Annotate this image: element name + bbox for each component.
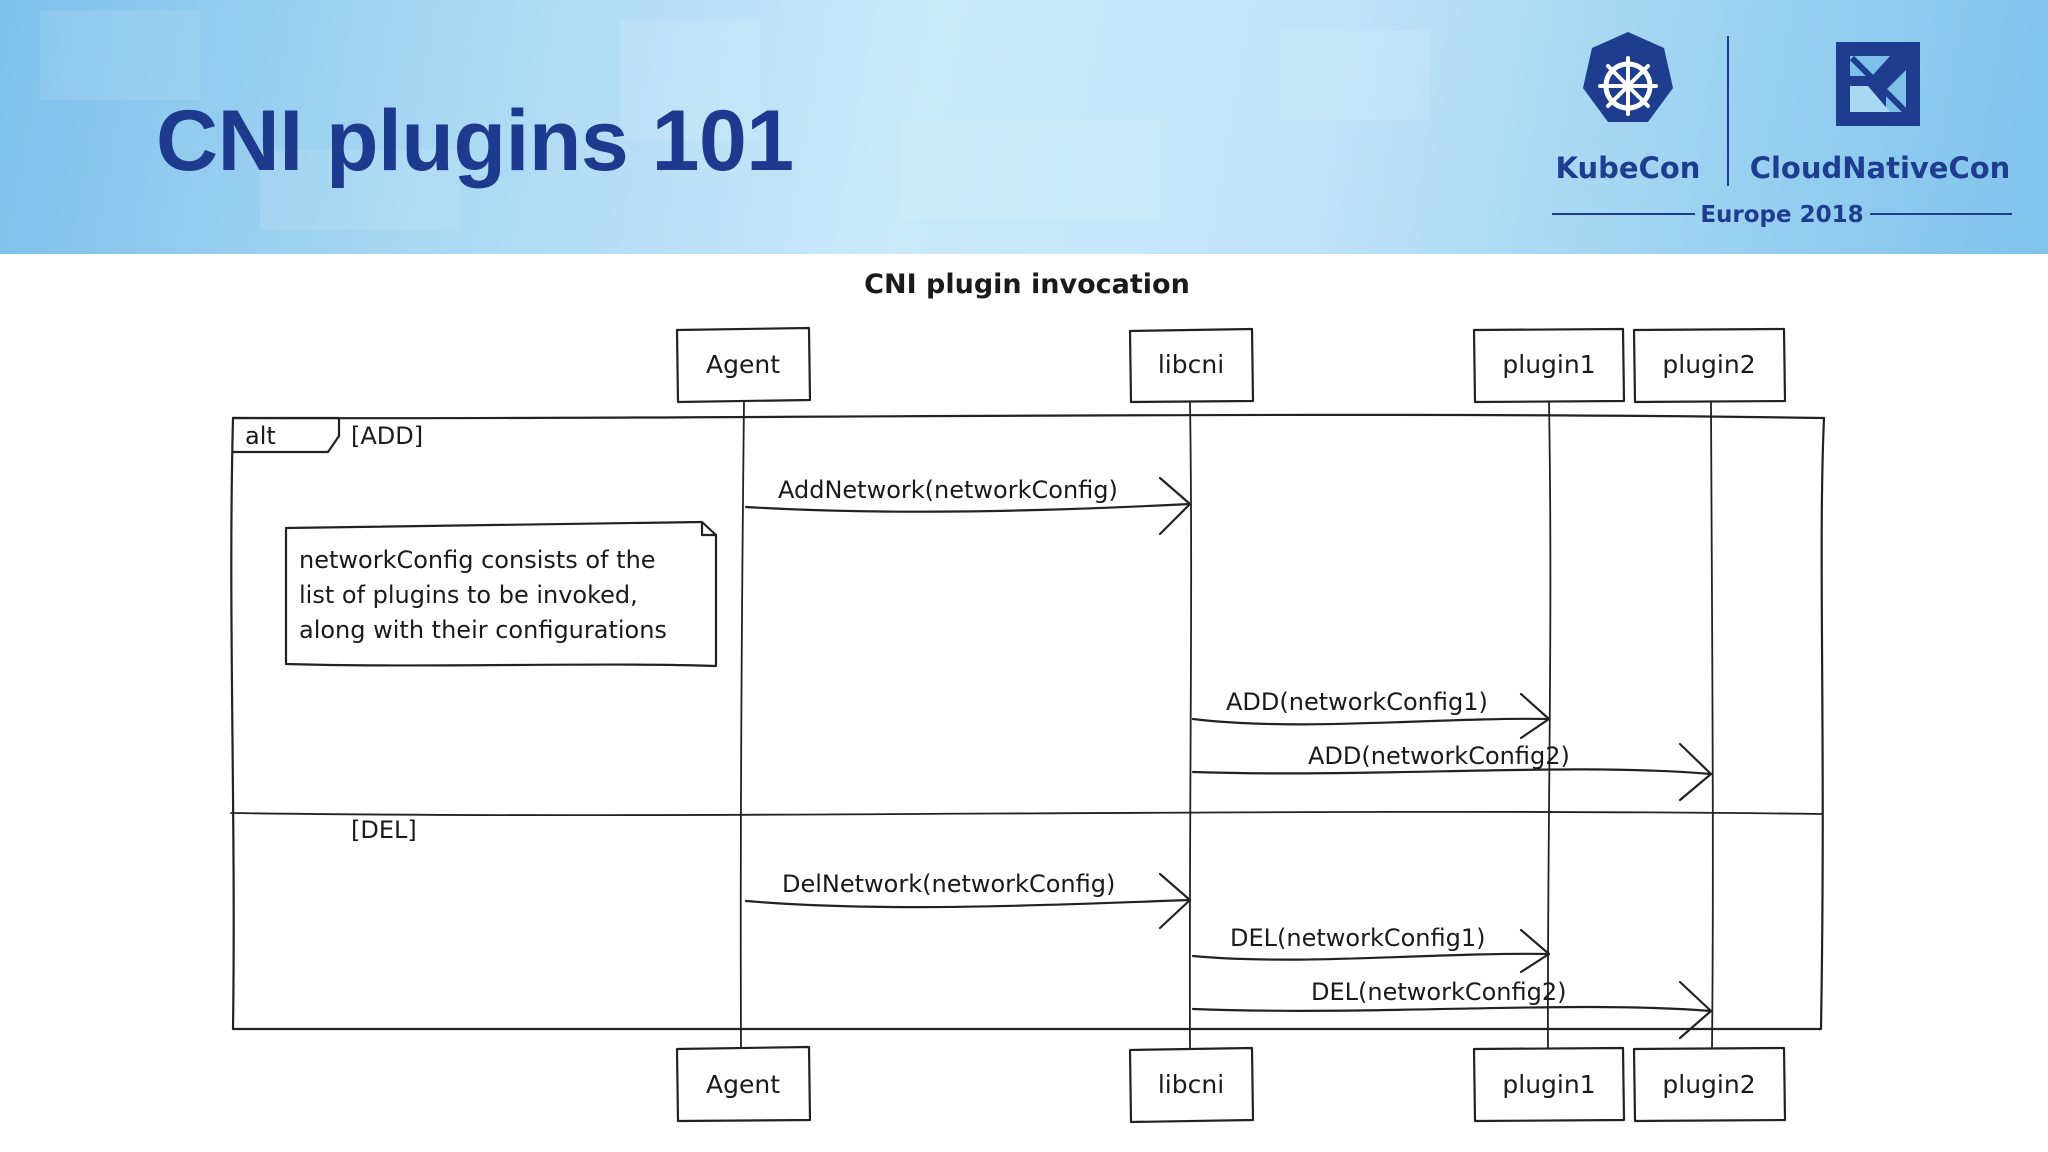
message-label-delnetwork: DelNetwork(networkConfig) <box>782 870 1115 898</box>
note-line-2: list of plugins to be invoked, <box>299 581 638 609</box>
message-arrow-delnetwork <box>744 898 1192 909</box>
participant-label-plugin2-top: plugin2 <box>1662 350 1755 379</box>
message-arrow-del-plugin2 <box>1191 1005 1713 1013</box>
participant-head-plugin1: plugin1 <box>1472 327 1626 404</box>
participant-label-agent-bottom: Agent <box>706 1070 780 1099</box>
note-line-1: networkConfig consists of the <box>299 546 656 574</box>
participant-label-plugin1-top: plugin1 <box>1502 350 1595 379</box>
alt-operator-tab <box>231 416 341 454</box>
header-banner: CNI plugins 101 KubeCon <box>0 0 2048 254</box>
message-label-addnetwork: AddNetwork(networkConfig) <box>778 476 1118 504</box>
arrowhead-addnetwork <box>1158 476 1192 536</box>
note-fold <box>700 520 718 537</box>
message-label-del-plugin2: DEL(networkConfig2) <box>1311 978 1566 1006</box>
arrowhead-add-plugin2 <box>1678 742 1713 802</box>
lifeline-plugin1 <box>1546 401 1552 1049</box>
arrowhead-del-plugin2 <box>1678 980 1713 1040</box>
participant-head-plugin2: plugin2 <box>1632 327 1787 404</box>
note-text: networkConfig consists of the list of pl… <box>299 546 667 644</box>
lifeline-agent <box>739 401 745 1049</box>
participant-label-plugin2-bottom: plugin2 <box>1662 1070 1755 1099</box>
alt-guard-del: [DEL] <box>351 816 417 844</box>
message-arrow-addnetwork <box>744 502 1192 513</box>
participant-label-plugin1-bottom: plugin1 <box>1502 1070 1595 1099</box>
event-logos: KubeCon CloudNativeCon Europe 2018 <box>1552 32 2012 228</box>
message-label-add-plugin1: ADD(networkConfig1) <box>1226 688 1488 716</box>
message-label-del-plugin1: DEL(networkConfig1) <box>1230 924 1485 952</box>
participant-head-agent: Agent <box>675 326 812 404</box>
message-label-add-plugin2: ADD(networkConfig2) <box>1308 742 1570 770</box>
message-arrow-del-plugin1 <box>1191 952 1551 961</box>
message-arrow-add-plugin1 <box>1191 717 1551 726</box>
participant-head-libcni: libcni <box>1128 327 1255 404</box>
slide-title: CNI plugins 101 <box>156 93 794 189</box>
alt-operator-label: alt <box>245 422 276 450</box>
alt-guard-add: [ADD] <box>351 422 423 450</box>
participant-foot-libcni: libcni <box>1128 1046 1255 1124</box>
cncf-icon <box>1836 42 1920 126</box>
arrowhead-delnetwork <box>1158 872 1192 930</box>
event-label: Europe 2018 <box>1700 202 1863 228</box>
kubernetes-helm-icon <box>1583 32 1673 122</box>
diagram-title: CNI plugin invocation <box>864 269 1190 300</box>
participant-label-libcni-top: libcni <box>1158 350 1224 379</box>
message-arrow-add-plugin2 <box>1191 768 1713 776</box>
note-box <box>284 520 718 668</box>
sequence-diagram: CNI plugin invocation alt [ADD] [DEL] ne… <box>230 269 1826 1124</box>
participant-foot-agent: Agent <box>675 1045 812 1123</box>
alt-fragment-frame <box>230 413 1826 1032</box>
cloudnativecon-label: CloudNativeCon <box>1750 151 2011 185</box>
arrowhead-add-plugin1 <box>1519 692 1551 740</box>
kubecon-label: KubeCon <box>1556 151 1701 185</box>
participant-foot-plugin1: plugin1 <box>1472 1046 1626 1123</box>
lifeline-plugin2 <box>1710 401 1714 1049</box>
participant-foot-plugin2: plugin2 <box>1632 1046 1787 1123</box>
lifeline-libcni <box>1188 401 1193 1049</box>
arrowhead-del-plugin1 <box>1519 928 1551 974</box>
participant-label-agent-top: Agent <box>706 350 780 379</box>
alt-separator <box>230 810 1823 817</box>
note-line-3: along with their configurations <box>299 616 667 644</box>
participant-label-libcni-bottom: libcni <box>1158 1070 1224 1099</box>
